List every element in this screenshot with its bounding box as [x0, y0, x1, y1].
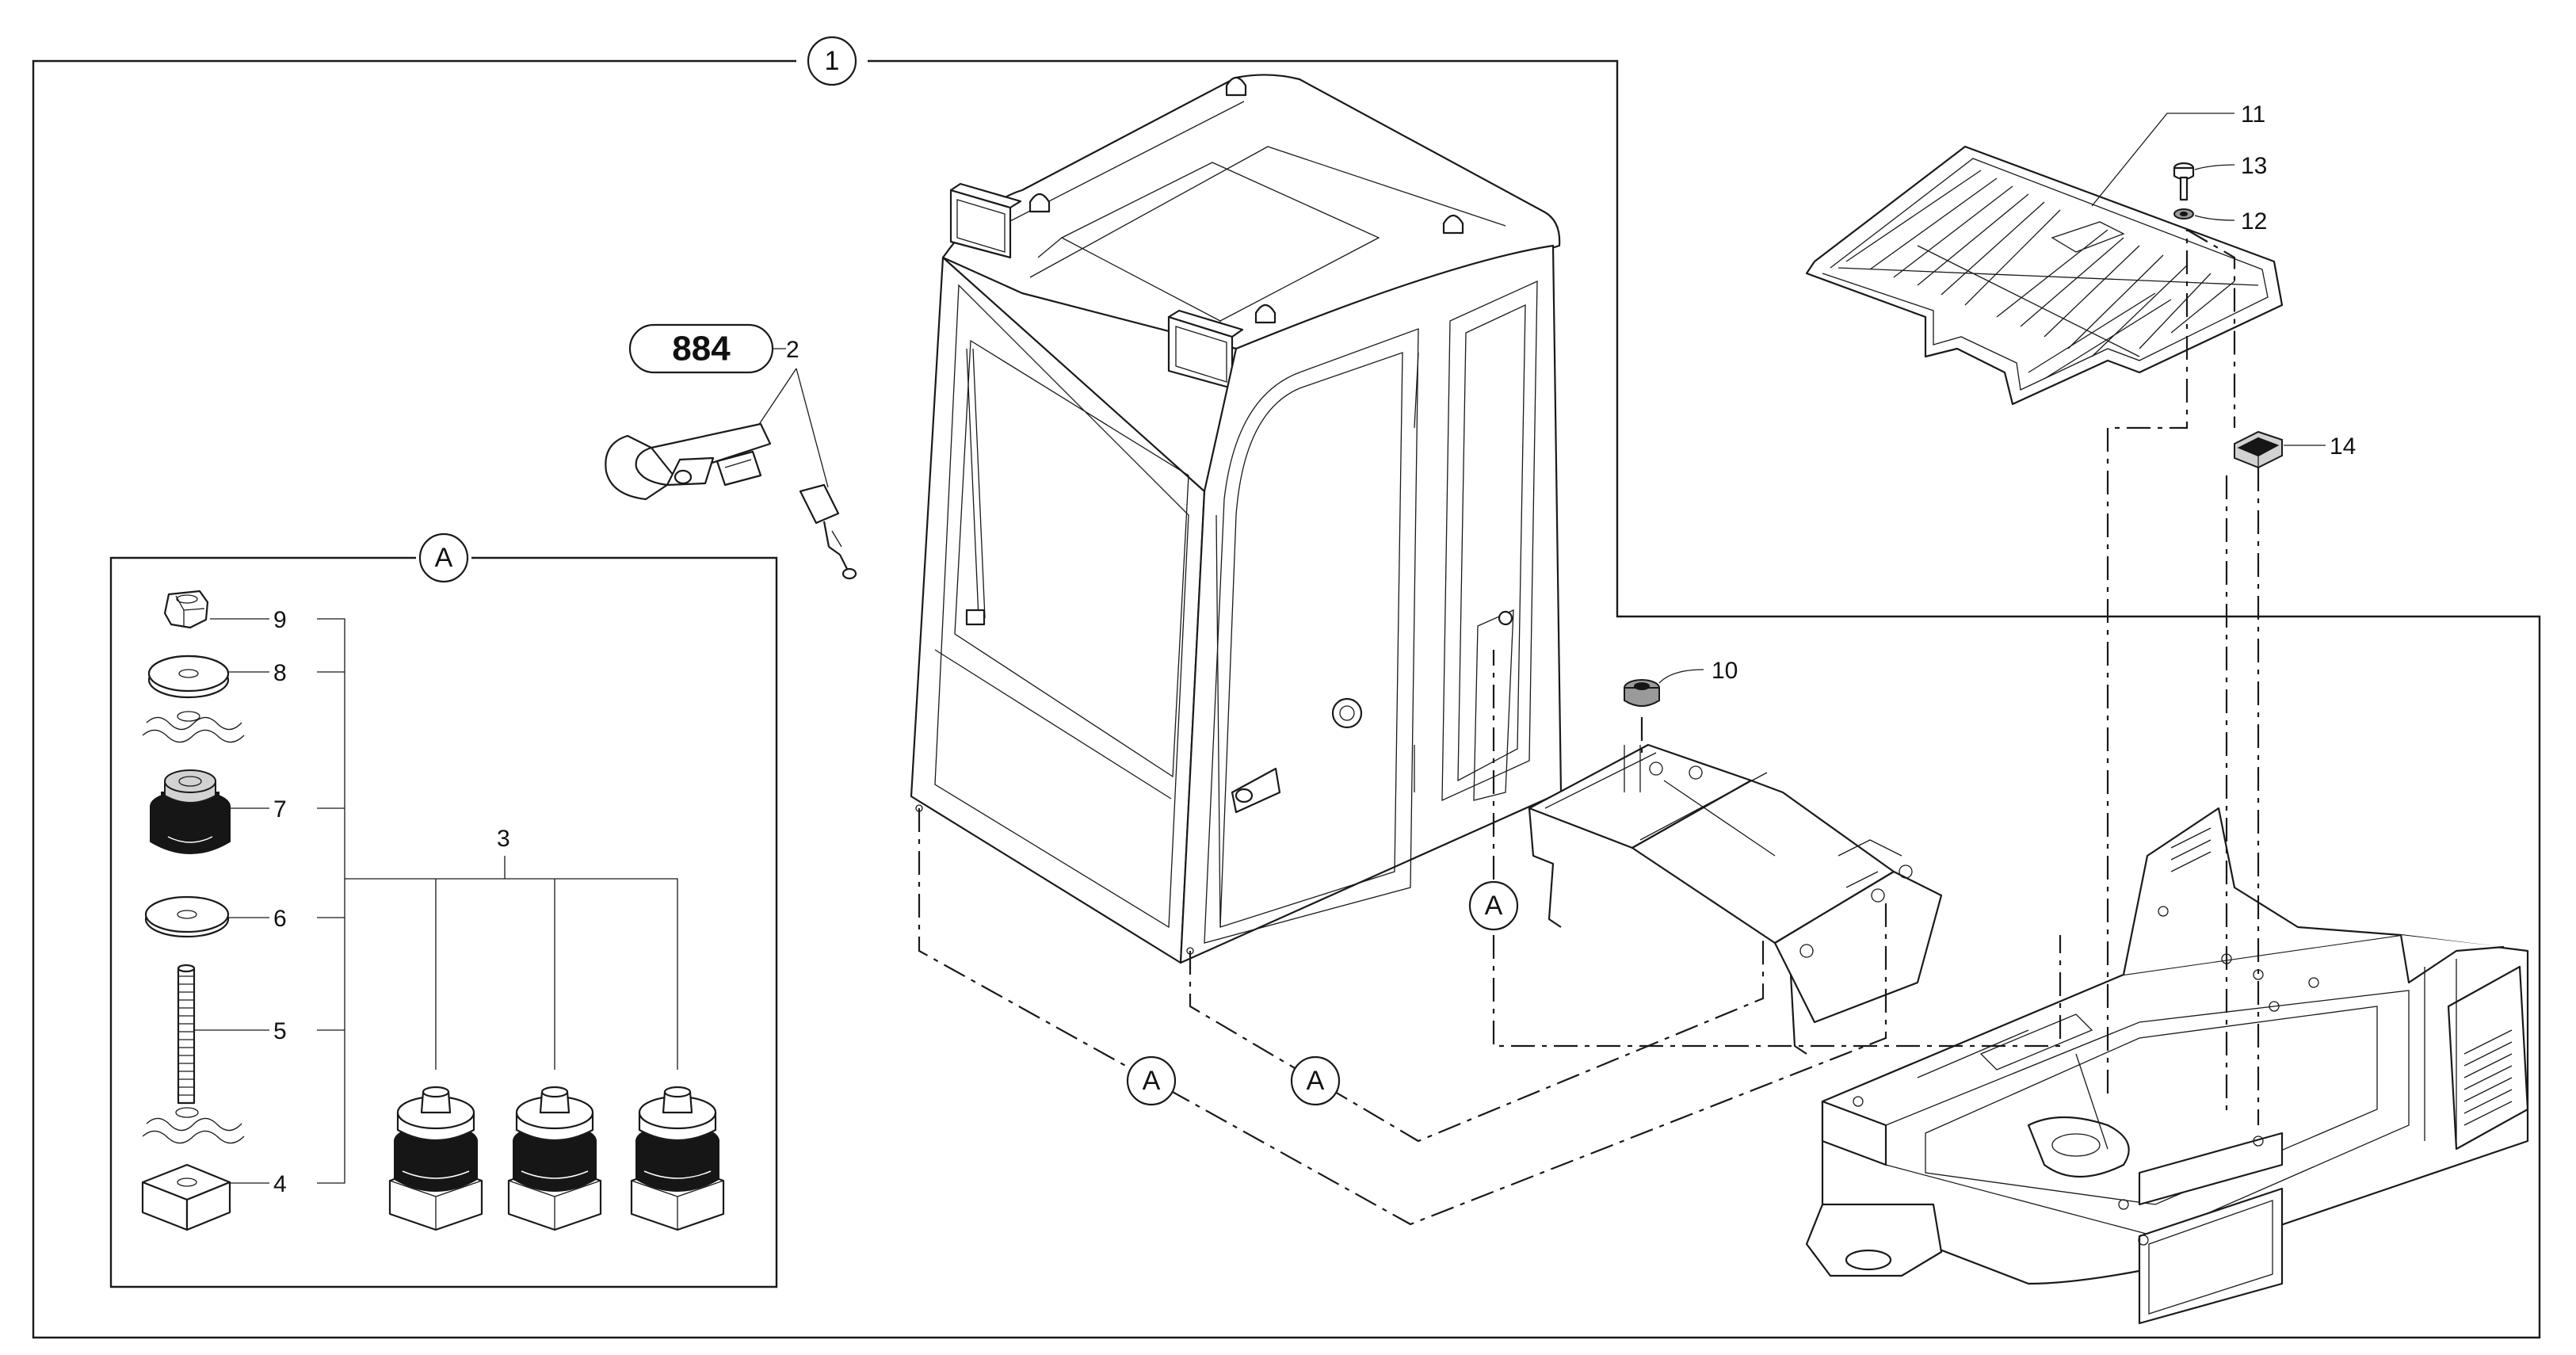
assembly-frame: [32, 59, 2541, 1339]
detail-a-label: A: [418, 532, 469, 583]
assembly-lines: [918, 229, 2260, 1226]
svg-text:884: 884: [672, 330, 731, 368]
upper-frame-part: [1805, 807, 2529, 1325]
callout-7[interactable]: 7: [273, 796, 287, 823]
threaded-stud-part: [177, 964, 196, 1105]
hex-nut-part: [163, 590, 209, 629]
detail-a-ref-bracket[interactable]: A: [1468, 880, 1519, 931]
washer-lower-part: [144, 895, 230, 938]
cab-part: [910, 74, 1563, 964]
frame-break-upper: [142, 711, 245, 743]
cab-nut-part: [1624, 679, 1660, 707]
callout-12[interactable]: 12: [2241, 208, 2267, 235]
washer-upper-part: [147, 655, 230, 699]
frame-break-lower: [142, 1107, 245, 1144]
assembled-mount-1: [388, 1086, 483, 1231]
callout-11[interactable]: 11: [2241, 101, 2265, 128]
reference-884-box[interactable]: 884: [628, 323, 774, 374]
assembled-mount-2: [507, 1086, 602, 1231]
small-washer-part: [2173, 208, 2194, 219]
svg-text:A: A: [435, 543, 453, 573]
assembled-mount-3: [630, 1086, 725, 1231]
callout-2[interactable]: 2: [786, 337, 800, 363]
callout-5[interactable]: 5: [273, 1018, 287, 1044]
detail-a-ref-cab-right[interactable]: A: [1290, 1055, 1341, 1106]
detail-a-frame: [109, 556, 778, 1288]
callout-3[interactable]: 3: [497, 826, 510, 852]
callout-13[interactable]: 13: [2241, 153, 2267, 179]
callout-6[interactable]: 6: [273, 906, 287, 932]
svg-text:A: A: [1307, 1066, 1325, 1096]
callout-1[interactable]: 1: [807, 36, 857, 86]
detail-a-ref-cab-left[interactable]: A: [1126, 1055, 1177, 1106]
floor-mat-part: [1805, 145, 2284, 406]
svg-text:A: A: [1485, 891, 1503, 921]
mounting-bracket-part: [1528, 743, 1943, 1055]
svg-text:1: 1: [825, 46, 840, 76]
square-nut-part: [141, 1163, 231, 1231]
callout-9[interactable]: 9: [273, 607, 287, 633]
rubber-mount-part: [150, 769, 231, 854]
svg-text:A: A: [1143, 1066, 1161, 1096]
bolt-part: [2173, 162, 2195, 201]
clip-part: [2234, 430, 2283, 469]
callout-10[interactable]: 10: [1712, 658, 1738, 684]
callout-4[interactable]: 4: [273, 1171, 287, 1197]
kit-bracket: [317, 618, 345, 1184]
callout-14[interactable]: 14: [2330, 433, 2356, 460]
seat-belt-part: [605, 422, 857, 580]
callout-8[interactable]: 8: [273, 660, 287, 686]
